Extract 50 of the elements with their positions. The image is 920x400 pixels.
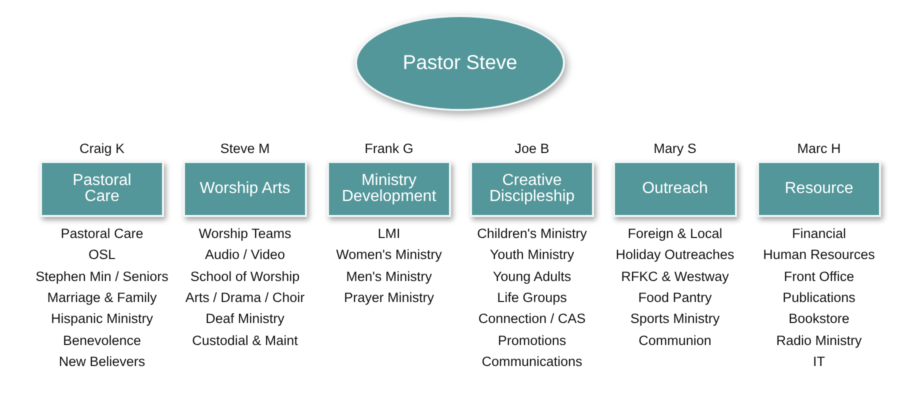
ministry-item: Holiday Outreaches bbox=[616, 247, 734, 262]
ministry-item: Radio Ministry bbox=[776, 332, 862, 348]
department-box: Creative Discipleship bbox=[470, 161, 594, 217]
leader-name: Marc H bbox=[797, 141, 841, 156]
ministry-item: Women's Ministry bbox=[336, 247, 442, 262]
ministry-item: Worship Teams bbox=[198, 226, 292, 241]
department-box: Worship Arts bbox=[183, 161, 307, 217]
ministry-item: Life Groups bbox=[497, 290, 567, 305]
department-box: Pastoral Care bbox=[40, 161, 164, 217]
leader-name: Joe B bbox=[514, 141, 550, 156]
leader-name: Steve M bbox=[220, 141, 270, 156]
ministry-item: Communications bbox=[482, 354, 582, 369]
ministry-item: Stephen Min / Seniors bbox=[36, 268, 168, 284]
ministry-item: New Believers bbox=[58, 354, 146, 369]
ministry-item: Publications bbox=[782, 290, 856, 305]
ministry-item: LMI bbox=[378, 226, 400, 241]
ministry-item: Hispanic Ministry bbox=[50, 311, 154, 326]
ministry-item: Bookstore bbox=[788, 311, 850, 326]
ministry-item: Foreign & Local bbox=[628, 226, 722, 241]
ministry-item: IT bbox=[813, 354, 825, 369]
ministry-item: RFKC & Westway bbox=[621, 268, 729, 284]
ministry-item: Connection / CAS bbox=[478, 311, 586, 326]
ministry-item: Financial bbox=[792, 226, 846, 241]
department-box: Ministry Development bbox=[327, 161, 451, 217]
department-box: Outreach bbox=[613, 161, 737, 217]
ministry-item: Deaf Ministry bbox=[206, 311, 284, 326]
ministry-item: School of Worship bbox=[190, 268, 300, 284]
ministry-item: Front Office bbox=[784, 268, 854, 284]
ministry-item: Men's Ministry bbox=[346, 268, 432, 284]
ministry-item: Children's Ministry bbox=[477, 226, 587, 241]
ministry-item: OSL bbox=[88, 247, 116, 262]
ministry-item: Communion bbox=[638, 332, 712, 348]
ministry-item: Marriage & Family bbox=[47, 290, 157, 305]
department-box: Resource bbox=[757, 161, 881, 217]
leader-name: Frank G bbox=[364, 141, 414, 156]
leader-name: Mary S bbox=[654, 141, 696, 156]
ministry-item: Young Adults bbox=[492, 268, 572, 284]
ministry-item: Human Resources bbox=[763, 247, 875, 262]
ministry-item: Benevolence bbox=[62, 332, 142, 348]
ministry-item: Food Pantry bbox=[638, 290, 712, 305]
ministry-item: Custodial & Maint bbox=[192, 332, 298, 348]
ministry-item: Arts / Drama / Choir bbox=[185, 290, 305, 305]
ministry-item: Prayer Ministry bbox=[344, 290, 434, 305]
node-title: Pastor Steve bbox=[402, 52, 518, 74]
ministry-item: Youth Ministry bbox=[490, 247, 574, 262]
ministry-item: Sports Ministry bbox=[630, 311, 720, 326]
ministry-item: Pastoral Care bbox=[60, 226, 144, 241]
ministry-item: Promotions bbox=[498, 332, 566, 348]
ministry-item: Audio / Video bbox=[204, 247, 286, 262]
leader-name: Craig K bbox=[80, 141, 124, 156]
